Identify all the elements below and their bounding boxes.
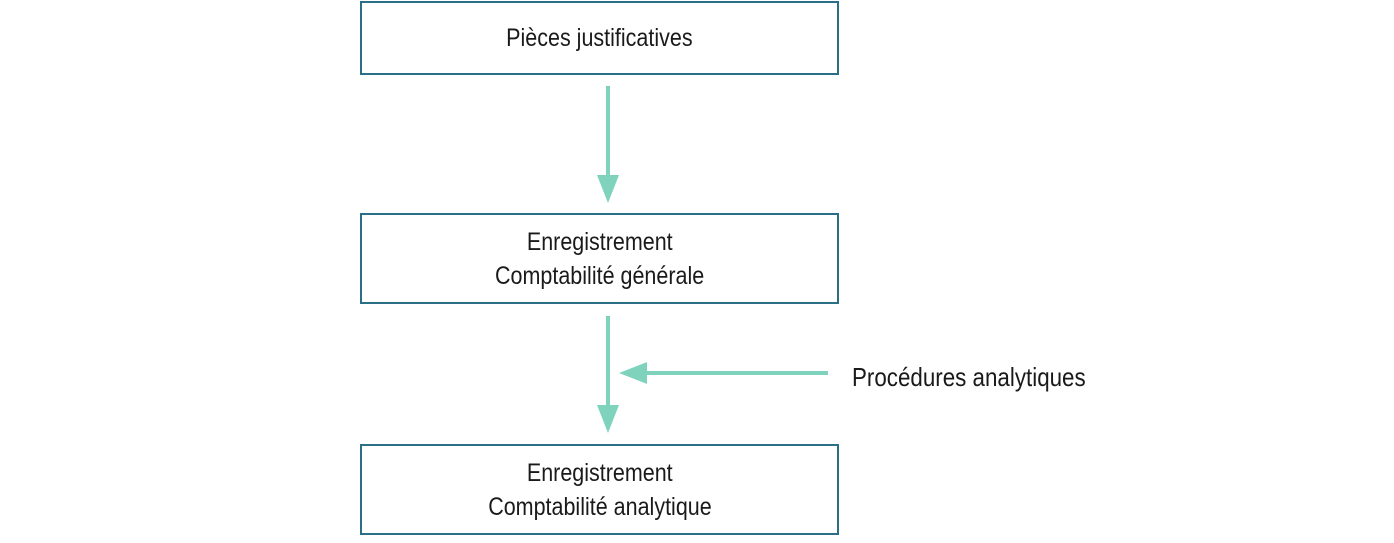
arrow-procedures-to-flow bbox=[619, 362, 828, 384]
box-analytique-line2: Comptabilité analytique bbox=[487, 492, 712, 521]
box-analytique-line1: Enregistrement bbox=[526, 458, 673, 487]
box-comptabilite-generale: Enregistrement Comptabilité générale bbox=[360, 213, 839, 304]
box-generale-line2: Comptabilité générale bbox=[494, 261, 705, 290]
box-generale-line1: Enregistrement bbox=[526, 227, 673, 256]
box-comptabilite-analytique: Enregistrement Comptabilité analytique bbox=[360, 444, 839, 535]
procedures-analytiques-label: Procédures analytiques bbox=[852, 362, 1086, 392]
box-pieces-label: Pièces justificatives bbox=[506, 24, 693, 52]
box-pieces-justificatives: Pièces justificatives bbox=[360, 1, 839, 75]
arrow-generale-to-analytique bbox=[597, 316, 619, 433]
arrow-pieces-to-generale bbox=[597, 86, 619, 203]
